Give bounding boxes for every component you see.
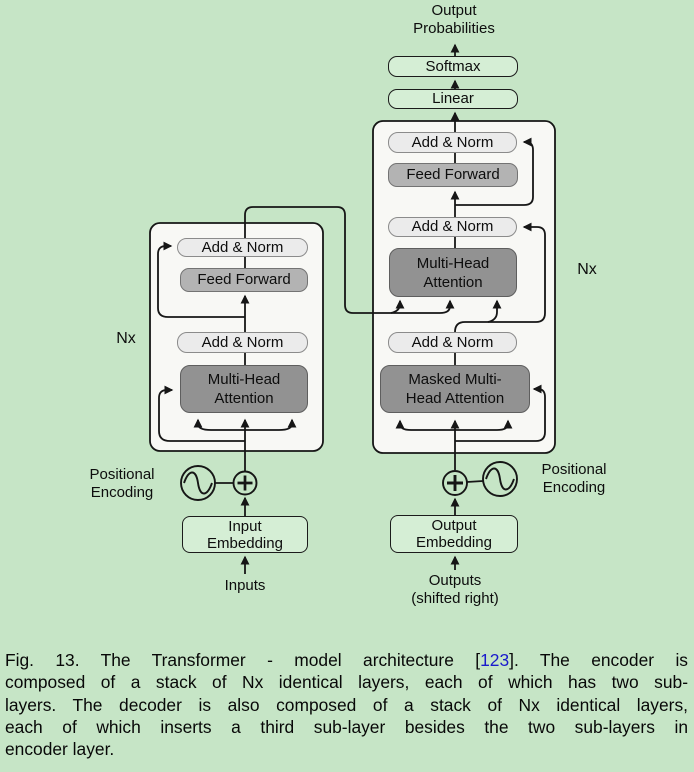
caption-line-4: each of which inserts a third sub-layer …	[5, 716, 688, 737]
plus-icon	[442, 470, 468, 496]
masked-multi-head-attention-box: Masked Multi- Head Attention	[380, 365, 530, 413]
citation-link[interactable]: 123	[480, 650, 510, 670]
caption-line-1-after: ]. The encoder is	[509, 650, 688, 670]
positional-encoding-label-left: Positional Encoding	[89, 466, 155, 501]
encoder-to-decoder-cross-line	[244, 206, 455, 314]
decoder-arrows	[395, 43, 546, 570]
caption-line-2: composed of a stack of Nx identical laye…	[5, 672, 688, 693]
dec-residual-upper	[455, 137, 534, 206]
arrow-into-enc-mha-left	[193, 418, 245, 431]
enc-feed-forward-box: Feed Forward	[180, 268, 308, 292]
arrow-into-masked-mha-right	[455, 419, 513, 431]
figure-caption: Fig. 13. The Transformer - model archite…	[5, 649, 688, 760]
caption-line-1: Fig. 13. The Transformer - model archite…	[5, 649, 688, 671]
caption-line-3: layers. The decoder is also composed of …	[5, 694, 688, 715]
sine-wave-icon	[180, 465, 216, 501]
outputs-label: Outputs (shifted right)	[411, 572, 499, 607]
encoder-arrows	[157, 206, 455, 574]
cross-line-branch	[390, 299, 405, 314]
masked-mha-side-arrow	[455, 384, 546, 442]
caption-line-1-before: Fig. 13. The Transformer - model archite…	[5, 650, 481, 670]
enc-add-norm-mid-box: Add & Norm	[177, 332, 308, 353]
plus-icon	[232, 470, 258, 496]
softmax-box: Softmax	[388, 56, 518, 77]
arrow-into-masked-mha-left	[395, 419, 455, 431]
diagram-lines	[149, 43, 556, 574]
linear-box: Linear	[388, 89, 518, 109]
arrow-query-into-dec-mha	[487, 299, 502, 323]
enc-residual-upper	[157, 241, 245, 318]
enc-add-norm-top-box: Add & Norm	[177, 238, 308, 257]
enc-residual-lower	[158, 385, 245, 442]
nx-label-encoder: Nx	[116, 330, 136, 347]
nx-label-decoder: Nx	[577, 261, 597, 278]
inputs-label: Inputs	[224, 577, 266, 594]
dec-add-norm-mid-box: Add & Norm	[388, 217, 517, 237]
dec-feed-forward-box: Feed Forward	[388, 163, 518, 187]
sine-wave-icon	[482, 461, 518, 497]
input-embedding-box: Input Embedding	[182, 516, 308, 553]
dec-multi-head-attention-box: Multi-Head Attention	[389, 248, 517, 297]
output-probabilities-label: Output Probabilities	[413, 2, 495, 37]
transformer-architecture-diagram: Output Probabilities Softmax Linear Add …	[89, 2, 607, 607]
positional-encoding-label-right: Positional Encoding	[541, 461, 607, 496]
arrow-into-enc-mha-right	[245, 418, 297, 431]
dec-residual-mid	[454, 222, 546, 333]
enc-multi-head-attention-box: Multi-Head Attention	[180, 365, 308, 413]
caption-line-5: encoder layer.	[5, 739, 115, 760]
dec-add-norm-bottom-box: Add & Norm	[388, 332, 517, 353]
dec-add-norm-top-box: Add & Norm	[388, 132, 517, 153]
positional-encoding-symbols	[180, 461, 518, 501]
output-embedding-box: Output Embedding	[390, 515, 518, 553]
sine-plus-connector-right	[466, 480, 484, 483]
